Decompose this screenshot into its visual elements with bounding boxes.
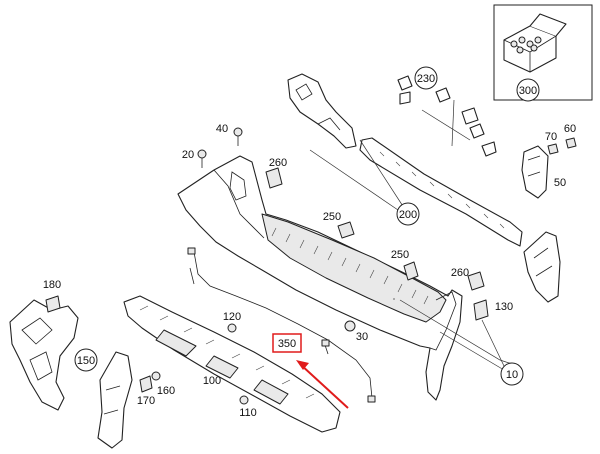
upper-side-bracket bbox=[287, 73, 357, 149]
right-side-bracket bbox=[523, 231, 561, 303]
leader-lines bbox=[309, 99, 513, 371]
callout-260-top: 260 bbox=[269, 157, 287, 169]
highlight-arrow bbox=[296, 360, 349, 409]
wiring-harness-350 bbox=[187, 247, 376, 403]
callout-130: 130 bbox=[495, 301, 513, 313]
callout-170: 170 bbox=[137, 395, 155, 407]
callout-200: 200 bbox=[399, 209, 417, 221]
parts-kit-box bbox=[493, 4, 593, 101]
callout-70: 70 bbox=[545, 131, 557, 143]
lower-diffuser-100 bbox=[123, 295, 341, 433]
highlight-box bbox=[272, 333, 302, 353]
callout-120: 120 bbox=[223, 311, 241, 323]
rear-bumper-cover bbox=[177, 155, 463, 401]
callout-labels: 230 300 200 10 150 40 20 260 250 250 260… bbox=[43, 73, 576, 419]
callout-circles bbox=[74, 66, 540, 386]
right-corner-bracket bbox=[521, 137, 577, 199]
callout-100: 100 bbox=[203, 375, 221, 387]
callout-40: 40 bbox=[216, 123, 228, 135]
callout-180: 180 bbox=[43, 279, 61, 291]
callout-300: 300 bbox=[519, 85, 537, 97]
callout-160: 160 bbox=[157, 385, 175, 397]
callout-10: 10 bbox=[506, 369, 518, 381]
callout-250-right: 250 bbox=[391, 249, 409, 261]
callout-50: 50 bbox=[554, 177, 566, 189]
callout-110: 110 bbox=[239, 407, 257, 419]
callout-350: 350 bbox=[278, 338, 296, 350]
left-bracket-assembly bbox=[9, 299, 133, 449]
callout-20: 20 bbox=[182, 149, 194, 161]
callout-260-right: 260 bbox=[451, 267, 469, 279]
callout-230: 230 bbox=[417, 73, 435, 85]
clip-set-230 bbox=[397, 75, 497, 157]
fasteners bbox=[45, 127, 489, 405]
callout-60: 60 bbox=[564, 123, 576, 135]
callout-150: 150 bbox=[77, 355, 95, 367]
upper-trim-strip bbox=[359, 137, 523, 247]
callout-30: 30 bbox=[356, 331, 368, 343]
callout-250-left: 250 bbox=[323, 211, 341, 223]
